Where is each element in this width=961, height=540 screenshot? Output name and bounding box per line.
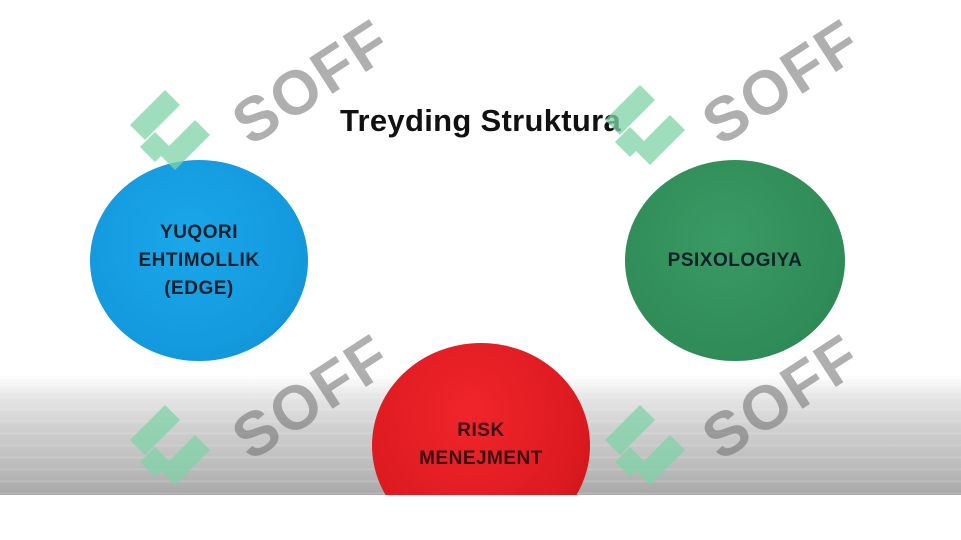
node-psychology: PSIXOLOGIYA <box>625 160 845 361</box>
node-label: YUQORI EHTIMOLLIK (EDGE) <box>138 221 260 299</box>
node-label: RISK MENEJMENT <box>419 420 543 469</box>
node-high-probability-edge: YUQORI EHTIMOLLIK (EDGE) <box>90 160 308 361</box>
bottom-white-strip <box>372 495 602 540</box>
node-label: PSIXOLOGIYA <box>667 249 803 271</box>
diagram-title: Treyding Struktura <box>339 103 621 138</box>
